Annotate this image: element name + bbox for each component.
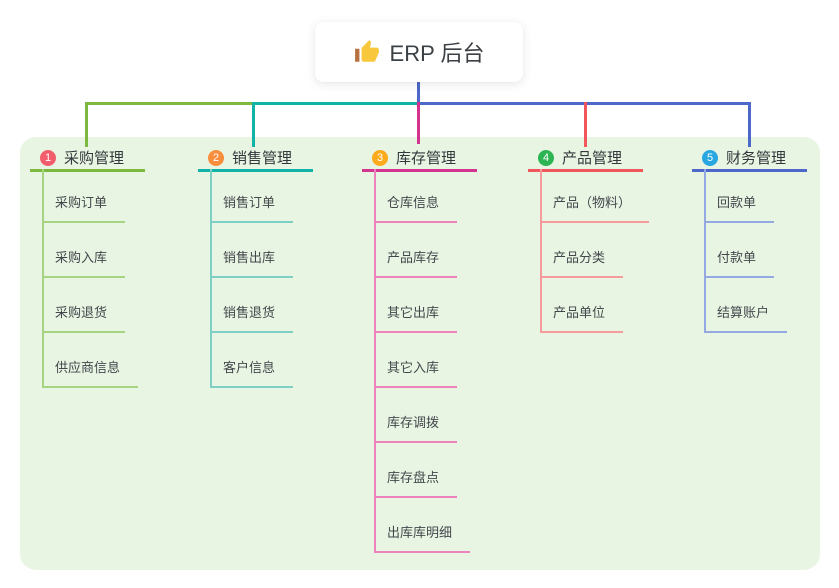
branch-inventory: 3 库存管理 仓库信息 产品库存 其它出库 其它入库 库存调拨 库存盘点 出库库… (362, 146, 492, 553)
child-node[interactable]: 客户信息 (210, 333, 294, 388)
child-node[interactable]: 采购订单 (42, 172, 126, 223)
child-node[interactable]: 产品（物料） (540, 172, 650, 223)
connector-branch-4-drop (584, 102, 587, 147)
branch-product: 4 产品管理 产品（物料） 产品分类 产品单位 (528, 146, 658, 333)
child-node[interactable]: 回款单 (704, 172, 775, 223)
branch-children: 仓库信息 产品库存 其它出库 其它入库 库存调拨 库存盘点 出库库明细 (374, 169, 471, 553)
child-node[interactable]: 其它出库 (374, 278, 458, 333)
branch-children: 回款单 付款单 结算账户 (704, 169, 788, 333)
branch-title-purchase[interactable]: 1 采购管理 (30, 146, 145, 172)
badge-1: 1 (40, 149, 56, 166)
connector-branch-1-drop (85, 102, 88, 147)
badge-5: 5 (702, 149, 718, 166)
badge-3: 3 (372, 149, 388, 166)
child-node[interactable]: 采购退货 (42, 278, 126, 333)
badge-4: 4 (538, 149, 554, 166)
child-node[interactable]: 销售出库 (210, 223, 294, 278)
branch-label: 销售管理 (232, 150, 293, 167)
child-node[interactable]: 付款单 (704, 223, 775, 278)
child-node[interactable]: 库存盘点 (374, 443, 458, 498)
connector-branch-3-drop (417, 102, 420, 144)
branch-title-inventory[interactable]: 3 库存管理 (362, 146, 477, 172)
connector-branch-2-drop (252, 102, 255, 147)
branches-panel: 1 采购管理 采购订单 采购入库 采购退货 供应商信息 2 销售管理 销售订单 … (20, 137, 820, 570)
child-node[interactable]: 其它入库 (374, 333, 458, 388)
branch-label: 库存管理 (396, 150, 457, 167)
child-node[interactable]: 产品分类 (540, 223, 624, 278)
root-node[interactable]: ERP 后台 (315, 22, 523, 82)
branch-title-sales[interactable]: 2 销售管理 (198, 146, 313, 172)
branch-children: 销售订单 销售出库 销售退货 客户信息 (210, 169, 294, 388)
child-node[interactable]: 出库库明细 (374, 498, 471, 553)
branch-children: 产品（物料） 产品分类 产品单位 (540, 169, 650, 333)
branch-children: 采购订单 采购入库 采购退货 供应商信息 (42, 169, 139, 388)
branch-label: 采购管理 (64, 150, 125, 167)
branch-sales: 2 销售管理 销售订单 销售出库 销售退货 客户信息 (198, 146, 328, 388)
child-node[interactable]: 库存调拨 (374, 388, 458, 443)
branch-label: 财务管理 (726, 150, 787, 167)
thumbs-up-icon (354, 40, 379, 62)
branch-title-finance[interactable]: 5 财务管理 (692, 146, 807, 172)
badge-2: 2 (208, 149, 224, 166)
connector-branch-2-h (252, 102, 420, 105)
branch-title-product[interactable]: 4 产品管理 (528, 146, 643, 172)
child-node[interactable]: 供应商信息 (42, 333, 139, 388)
child-node[interactable]: 销售退货 (210, 278, 294, 333)
root-title: ERP 后台 (389, 41, 485, 66)
branch-purchase: 1 采购管理 采购订单 采购入库 采购退货 供应商信息 (30, 146, 160, 388)
child-node[interactable]: 仓库信息 (374, 172, 458, 223)
child-node[interactable]: 采购入库 (42, 223, 126, 278)
child-node[interactable]: 销售订单 (210, 172, 294, 223)
child-node[interactable]: 产品单位 (540, 278, 624, 333)
connector-root-stub (417, 82, 420, 103)
connector-branch-5-drop (748, 102, 751, 147)
child-node[interactable]: 产品库存 (374, 223, 458, 278)
branch-finance: 5 财务管理 回款单 付款单 结算账户 (692, 146, 822, 333)
child-node[interactable]: 结算账户 (704, 278, 788, 333)
branch-label: 产品管理 (562, 150, 623, 167)
